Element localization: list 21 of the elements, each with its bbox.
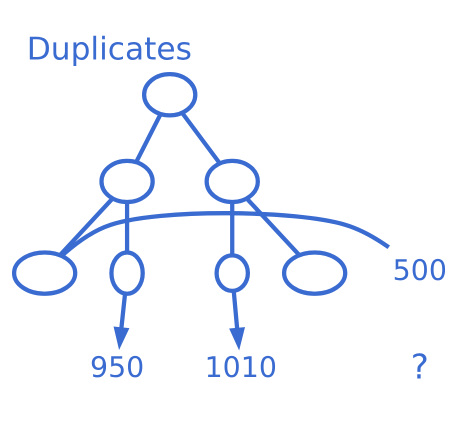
connector [58,197,114,256]
connector [134,113,162,163]
diagram-title: Duplicates [26,31,192,68]
connector [245,197,300,256]
node-circle [99,158,155,204]
node-text: 950 [90,350,144,384]
node-text: 1010 [204,350,277,384]
arrow [114,294,130,350]
arrow [229,290,246,350]
connector [230,202,234,255]
connector [124,202,130,252]
node-circle [214,253,250,293]
node-circle [282,250,348,296]
connector [60,211,390,258]
node-circle [109,250,145,296]
node-circle [142,72,198,118]
label: ? [410,348,429,388]
connector [180,112,222,164]
node-circle [204,158,260,204]
node-text: 500 [392,254,447,288]
node-circle [12,250,78,296]
